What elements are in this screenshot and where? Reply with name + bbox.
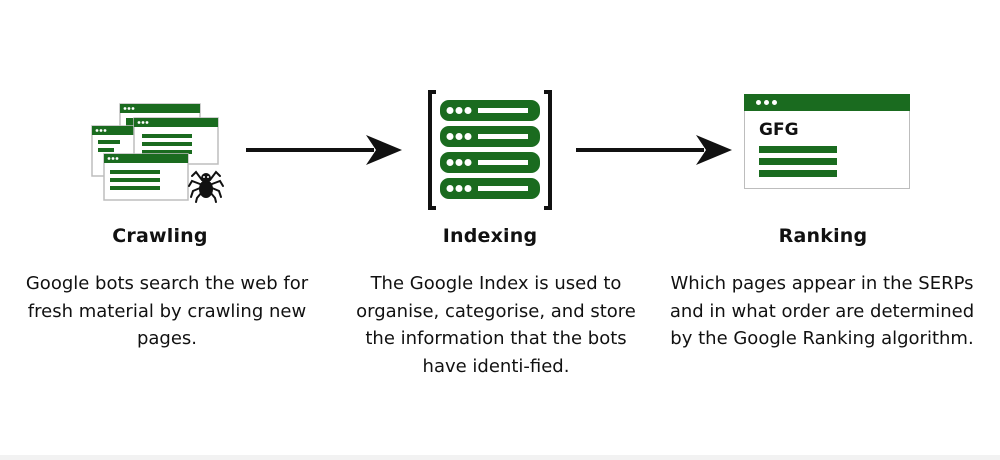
window-dot-icon [772, 100, 777, 105]
window-dot-icon [756, 100, 761, 105]
page-label: GFG [759, 120, 799, 140]
arrow-right-icon [576, 135, 732, 165]
result-line [759, 158, 837, 165]
spider-icon [188, 170, 224, 203]
result-line [759, 146, 837, 153]
bottom-divider [0, 455, 1000, 460]
step-title-ranking: Ranking [778, 225, 868, 247]
server-index-icon [428, 90, 552, 210]
step-description-ranking: Which pages appear in the SERPs and in w… [669, 273, 975, 349]
step-description-indexing: The Google Index is used to organise, ca… [356, 273, 636, 377]
browser-bar [744, 94, 910, 111]
window-dot-icon [764, 100, 769, 105]
step-description-crawling: Google bots search the web for fresh mat… [25, 273, 309, 349]
step-title-crawling: Crawling [112, 225, 208, 247]
ranked-page-icon: GFG [744, 94, 910, 189]
step-title-indexing: Indexing [442, 225, 538, 247]
crawling-spider-pages-icon [91, 103, 224, 203]
result-line [759, 170, 837, 177]
arrow-right-icon [246, 135, 402, 165]
